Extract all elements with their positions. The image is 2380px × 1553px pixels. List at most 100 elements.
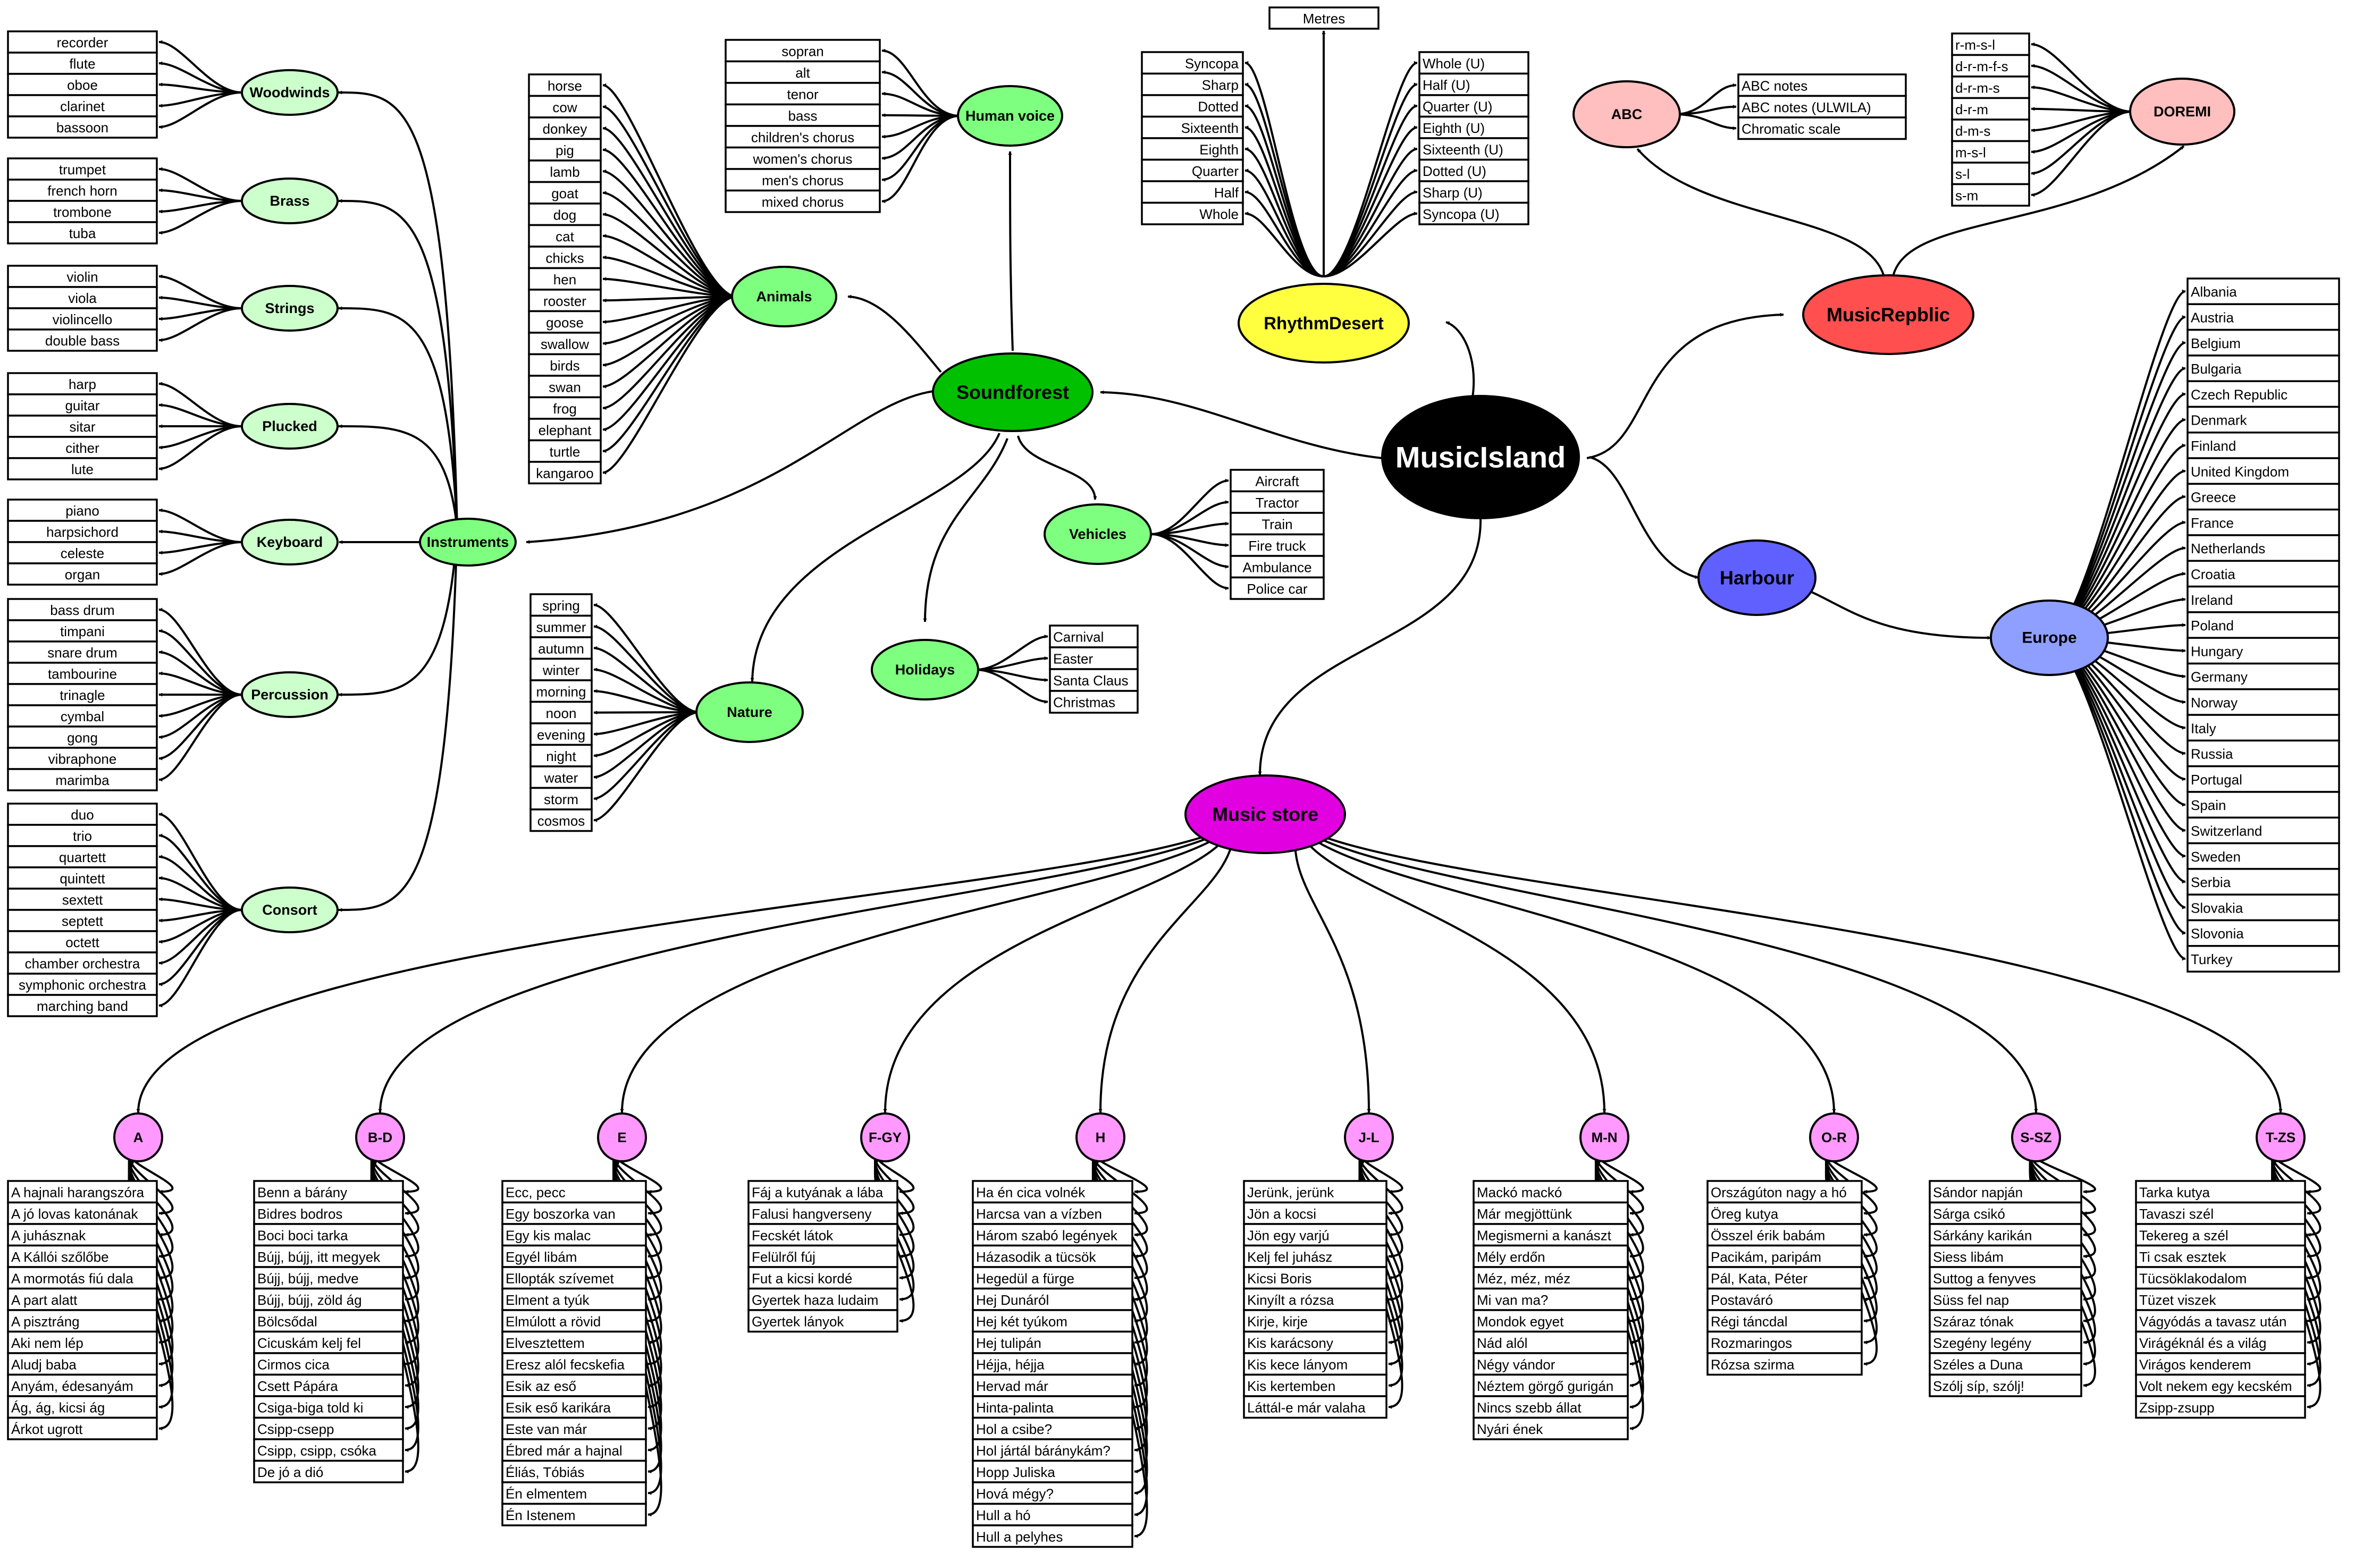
animal-elephant[interactable]: elephant xyxy=(528,418,602,442)
country-bulgaria[interactable]: Bulgaria xyxy=(2186,355,2340,382)
song-e-en-elmentem[interactable]: Én elmentem xyxy=(501,1481,647,1505)
instrument-percussion-marimba[interactable]: marimba xyxy=(7,768,158,791)
rhythm-right-sixteenth-u[interactable]: Sixteenth (U) xyxy=(1418,137,1529,161)
node-letter-m-n[interactable]: M-N xyxy=(1579,1112,1629,1162)
song-o-r-orszaguton-nagy-a-ho[interactable]: Országúton nagy a hó xyxy=(1706,1180,1863,1204)
nature-noon[interactable]: noon xyxy=(529,700,593,724)
song-m-n-mely-erdon[interactable]: Mély erdőn xyxy=(1473,1244,1629,1268)
voice-bass[interactable]: bass xyxy=(725,103,881,127)
song-a-a-jo-lovas-katonanak[interactable]: A jó lovas katonának xyxy=(7,1201,158,1225)
holiday-carnival[interactable]: Carnival xyxy=(1049,624,1139,648)
song-h-hejja-hejja[interactable]: Héjja, héjja xyxy=(972,1352,1133,1376)
instrument-brass-tuba[interactable]: tuba xyxy=(7,221,158,244)
song-j-l-jon-egy-varju[interactable]: Jön egy varjú xyxy=(1243,1223,1387,1247)
song-b-d-benn-a-barany[interactable]: Benn a bárány xyxy=(253,1180,404,1204)
instrument-plucked-cither[interactable]: cither xyxy=(7,436,158,459)
doremi-s-l[interactable]: s-l xyxy=(1951,162,2030,185)
song-h-hej-tulipan[interactable]: Hej tulipán xyxy=(972,1330,1133,1354)
voice-tenor[interactable]: tenor xyxy=(725,82,881,106)
node-letter-h[interactable]: H xyxy=(1075,1112,1125,1162)
node-vehicles[interactable]: Vehicles xyxy=(1044,503,1152,565)
song-a-a-mormotas-fiu-dala[interactable]: A mormotás fiú dala xyxy=(7,1266,158,1290)
doremi-d-r-m[interactable]: d-r-m xyxy=(1951,97,2030,121)
node-soundforest[interactable]: Soundforest xyxy=(932,352,1094,432)
song-f-gy-gyertek-haza-ludaim[interactable]: Gyertek haza ludaim xyxy=(747,1287,898,1311)
song-a-ag-ag-kicsi-ag[interactable]: Ág, ág, kicsi ág xyxy=(7,1395,158,1419)
node-woodwinds[interactable]: Woodwinds xyxy=(241,69,339,116)
node-musicrepblic[interactable]: MusicRepblic xyxy=(1802,274,1974,355)
doremi-s-m[interactable]: s-m xyxy=(1951,183,2030,207)
song-s-sz-sarga-csiko[interactable]: Sárga csikó xyxy=(1929,1201,2082,1225)
doremi-m-s-l[interactable]: m-s-l xyxy=(1951,140,2030,164)
song-j-l-kis-kece-lanyom[interactable]: Kis kece lányom xyxy=(1243,1352,1387,1376)
song-b-d-csipp-csepp[interactable]: Csipp-csepp xyxy=(253,1416,404,1440)
song-a-a-juhasznak[interactable]: A juhásznak xyxy=(7,1223,158,1247)
song-m-n-nincs-szebb-allat[interactable]: Nincs szebb állat xyxy=(1473,1395,1629,1419)
song-m-n-nad-alol[interactable]: Nád alól xyxy=(1473,1330,1629,1354)
song-b-d-csipp-csipp-csoka[interactable]: Csipp, csipp, csóka xyxy=(253,1438,404,1462)
song-b-d-boci-boci-tarka[interactable]: Boci boci tarka xyxy=(253,1223,404,1247)
nature-night[interactable]: night xyxy=(529,744,593,767)
song-h-harom-szabo-legenyek[interactable]: Három szabó legények xyxy=(972,1223,1133,1247)
song-o-r-regi-tancdal[interactable]: Régi táncdal xyxy=(1706,1309,1863,1333)
song-j-l-kicsi-boris[interactable]: Kicsi Boris xyxy=(1243,1266,1387,1290)
song-e-ecc-pecc[interactable]: Ecc, pecc xyxy=(501,1180,647,1204)
node-music-store[interactable]: Music store xyxy=(1184,774,1346,854)
abc-abc-notes-ulwila[interactable]: ABC notes (ULWILA) xyxy=(1737,95,1907,119)
node-letter-j-l[interactable]: J-L xyxy=(1344,1112,1394,1162)
song-e-elias-tobias[interactable]: Éliás, Tóbiás xyxy=(501,1459,647,1483)
song-h-hazasodik-a-tucsok[interactable]: Házasodik a tücsök xyxy=(972,1244,1133,1268)
song-o-r-rozmaringos[interactable]: Rozmaringos xyxy=(1706,1330,1863,1354)
node-holidays[interactable]: Holidays xyxy=(871,639,979,700)
rhythm-right-sharp-u[interactable]: Sharp (U) xyxy=(1418,180,1529,204)
country-norway[interactable]: Norway xyxy=(2186,688,2340,716)
instrument-consort-chamber-orchestra[interactable]: chamber orchestra xyxy=(7,951,158,975)
song-e-egy-kis-malac[interactable]: Egy kis malac xyxy=(501,1223,647,1247)
song-b-d-bolcsodal[interactable]: Bölcsődal xyxy=(253,1309,404,1333)
song-f-gy-gyertek-lanyok[interactable]: Gyertek lányok xyxy=(747,1309,898,1333)
song-t-zs-tavaszi-szel[interactable]: Tavaszi szél xyxy=(2135,1201,2306,1225)
animal-birds[interactable]: birds xyxy=(528,353,602,377)
country-croatia[interactable]: Croatia xyxy=(2186,560,2340,588)
song-t-zs-tuzet-viszek[interactable]: Tüzet viszek xyxy=(2135,1287,2306,1311)
song-s-sz-sarkany-karikan[interactable]: Sárkány karikán xyxy=(1929,1223,2082,1247)
song-e-elmulott-a-rovid[interactable]: Elmúlott a rövid xyxy=(501,1309,647,1333)
animal-hen[interactable]: hen xyxy=(528,267,602,291)
song-t-zs-vagyodas-a-tavasz-utan[interactable]: Vágyódás a tavasz után xyxy=(2135,1309,2306,1333)
song-e-esik-az-eso[interactable]: Esik az eső xyxy=(501,1373,647,1397)
rhythm-left-dotted[interactable]: Dotted xyxy=(1141,94,1244,118)
instrument-plucked-harp[interactable]: harp xyxy=(7,372,158,395)
song-s-sz-szeles-a-duna[interactable]: Széles a Duna xyxy=(1929,1352,2082,1376)
song-s-sz-suss-fel-nap[interactable]: Süss fel nap xyxy=(1929,1287,2082,1311)
song-t-zs-viragos-kenderem[interactable]: Virágos kenderem xyxy=(2135,1352,2306,1376)
song-e-elloptak-szivemet[interactable]: Ellopták szívemet xyxy=(501,1266,647,1290)
song-h-hegedul-a-furge[interactable]: Hegedül a fürge xyxy=(972,1266,1133,1290)
node-strings[interactable]: Strings xyxy=(241,285,339,332)
instrument-strings-violin[interactable]: violin xyxy=(7,265,158,288)
country-belgium[interactable]: Belgium xyxy=(2186,328,2340,357)
country-netherlands[interactable]: Netherlands xyxy=(2186,534,2340,562)
voice-alt[interactable]: alt xyxy=(725,60,881,84)
song-s-sz-suttog-a-fenyves[interactable]: Suttog a fenyves xyxy=(1929,1266,2082,1290)
instrument-brass-trombone[interactable]: trombone xyxy=(7,200,158,223)
song-j-l-lattal-e-mar-valaha[interactable]: Láttál-e már valaha xyxy=(1243,1395,1387,1419)
animal-turtle[interactable]: turtle xyxy=(528,439,602,463)
instrument-strings-viola[interactable]: viola xyxy=(7,286,158,309)
instrument-consort-trio[interactable]: trio xyxy=(7,824,158,847)
node-brass[interactable]: Brass xyxy=(241,178,339,224)
song-a-a-hajnali-harangszora[interactable]: A hajnali harangszóra xyxy=(7,1180,158,1204)
song-b-d-de-jo-a-dio[interactable]: De jó a dió xyxy=(253,1459,404,1483)
holiday-christmas[interactable]: Christmas xyxy=(1049,690,1139,714)
rhythm-left-half[interactable]: Half xyxy=(1141,180,1244,204)
rhythm-right-syncopa-u[interactable]: Syncopa (U) xyxy=(1418,201,1529,225)
country-italy[interactable]: Italy xyxy=(2186,714,2340,742)
vehicle-ambulance[interactable]: Ambulance xyxy=(1230,555,1325,579)
country-albania[interactable]: Albania xyxy=(2186,277,2340,306)
instrument-consort-septett[interactable]: septett xyxy=(7,909,158,932)
song-m-n-neztem-gorgo-gurigan[interactable]: Néztem görgő gurigán xyxy=(1473,1373,1629,1397)
node-abc[interactable]: ABC xyxy=(1572,80,1681,148)
node-letter-t-zs[interactable]: T-ZS xyxy=(2256,1112,2306,1162)
song-a-a-kalloi-szolobe[interactable]: A Kállói szőlőbe xyxy=(7,1244,158,1268)
voice-children-s-chorus[interactable]: children's chorus xyxy=(725,125,881,149)
animal-horse[interactable]: horse xyxy=(528,73,602,97)
